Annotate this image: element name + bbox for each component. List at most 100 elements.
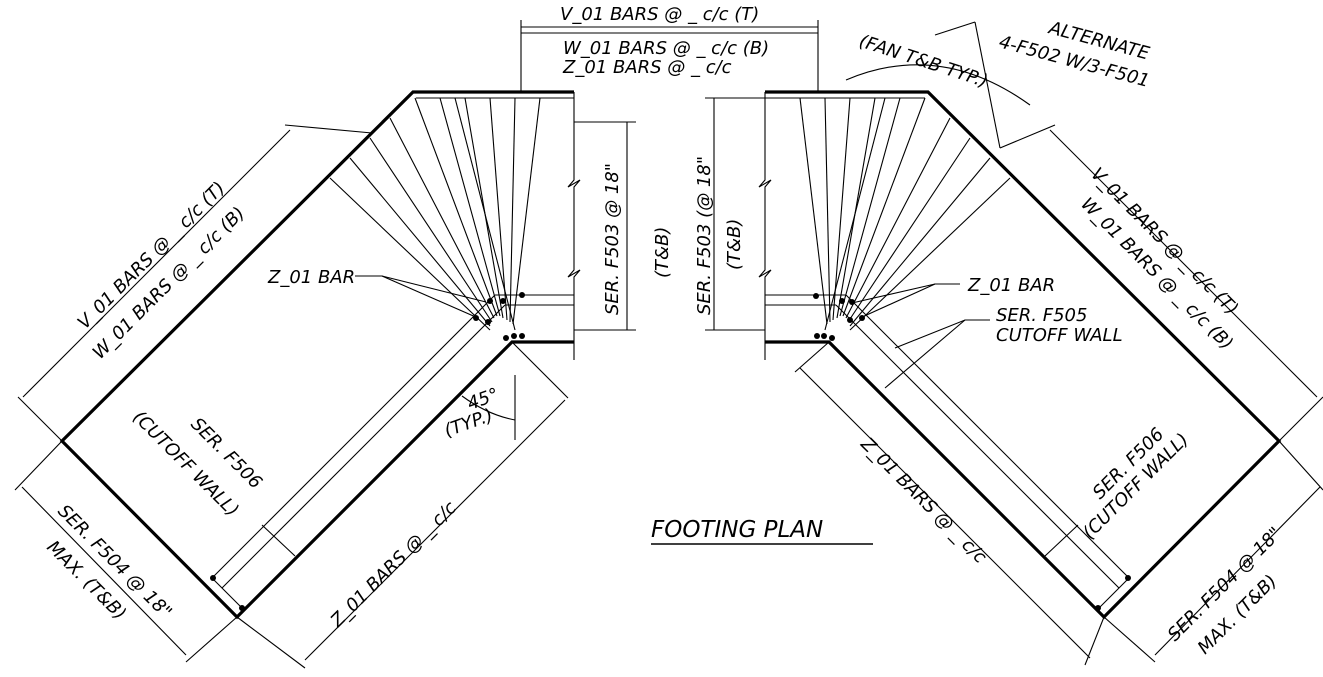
fan-bar [454,97,516,331]
right-break-line [758,92,772,360]
bar-dot [519,333,525,339]
right-footing [705,90,1323,666]
fan-bar [414,97,498,317]
right-z01-bar-label: Z_01 BAR [967,275,1055,296]
left-z01-bar-label: Z_01 BAR [267,267,355,288]
fan-bar [845,117,951,319]
left-f506-leader [429,354,456,381]
left-z01-leader [381,275,479,319]
fan-label: (FAN T&B TYP.) [856,31,990,92]
angle-arc [461,395,516,421]
bar-dot [503,335,509,341]
left-v01-ext [17,396,63,442]
right-z01-bars-label: Z_01 BARS @ _ c/c [856,433,991,568]
left-v01-ext [284,124,373,134]
right-cutoff-wall-line [845,294,1130,579]
bar-dot [1125,575,1131,581]
bar-dot [210,575,216,581]
fan-bar [799,97,828,325]
right-v01-dim-line [1049,129,1318,398]
bar-dot [1095,605,1101,611]
alternate-leader [974,21,1001,149]
right-cutoff-wall-line [1097,577,1130,610]
fan-bar [349,157,491,327]
left-f504-ext [14,440,63,491]
bar-dot [847,317,853,323]
right-f503-tb-label: (T&B) [724,219,745,270]
left-f504-dim-line [21,486,187,656]
fan-bar [489,97,508,321]
page-title: FOOTING PLAN [651,517,823,543]
bar-dot [829,335,835,341]
bar-dot [500,298,506,304]
right-z01-leader [859,283,936,319]
fan-bar [369,137,493,323]
top-v01-label: V_01 BARS @ _ c/c (T) [560,4,759,25]
right-footing-outline [765,90,1282,620]
right-z01-ext [1084,616,1105,666]
top-w01-label: W_01 BARS @ _ c/c (B) [563,38,769,59]
bar-dot [813,293,819,299]
left-footing [14,90,636,669]
left-cutoff-wall-line [211,577,244,610]
bar-dot [511,333,517,339]
right-f504-dim-line [1154,486,1321,656]
bar-dot [239,605,245,611]
fan-arc [845,64,1031,106]
bar-dot [814,333,820,339]
fan-bar [329,177,491,331]
left-f504-ext [185,616,238,663]
right-f503-label: SER. F503 (@ 18" [694,156,715,315]
left-z01-dim-line [304,399,566,661]
fan-bar [839,97,901,317]
bar-dot [849,299,855,305]
left-break-line [567,92,581,360]
left-f506-leader [261,524,296,557]
fan-bar [824,97,886,331]
right-z01-leader [851,283,960,304]
fan-bar [512,97,541,325]
left-v01-dim-line [22,129,291,398]
bar-dot [821,333,827,339]
right-f504-ext [1103,616,1156,663]
right-z01-dim-line [799,367,1091,659]
right-f506-leader [1044,524,1079,557]
right-v01-ext [1278,396,1323,442]
angle-typ-label: (TYP.) [442,405,496,442]
left-z01-ext [236,616,306,669]
right-cutoff-wall-line [835,304,1120,589]
right-f504-ext [1278,440,1323,491]
bar-dot [519,292,525,298]
left-footing-outline [59,90,574,620]
left-bar-dots [210,292,525,611]
bar-dot [487,298,493,304]
right-z01-ext [794,341,830,373]
left-cutoff-wall-line [211,294,496,579]
fan-bar [509,97,516,323]
right-f505-cw-label: CUTOFF WALL [996,325,1123,346]
fan-bar [847,137,971,323]
alternate-leader [934,21,976,36]
bar-dot [839,298,845,304]
right-f505-leader [884,319,966,389]
left-f503-label: SER. F503 @ 18" [602,163,623,315]
left-z01-bars-label: Z_01 BARS @ _ c/c [326,497,461,632]
fan-bar [824,97,831,323]
fan-bar [389,117,495,319]
right-f505-label: SER. F505 [996,305,1087,326]
left-f503-tb-label: (T&B) [652,227,673,278]
top-dimension [520,20,1031,149]
left-cutoff-wall-line [221,304,506,589]
fan-bar [842,97,926,317]
right-f505-leader [894,319,990,349]
top-z01-label: Z_01 BARS @ _ c/c [562,57,732,78]
right-v01-ext [999,124,1056,149]
bar-dot [485,319,491,325]
fan-bar [439,97,501,317]
fan-bar [849,177,1011,331]
fan-bar [832,97,851,321]
left-fan-bars [329,97,541,331]
left-z01-ext [511,341,569,399]
